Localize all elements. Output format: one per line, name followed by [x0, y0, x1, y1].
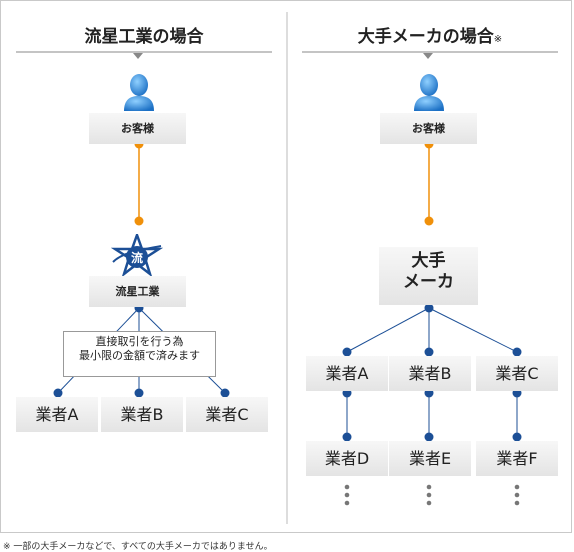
right-title-mark: ※ — [494, 34, 502, 45]
right-vendor-c: 業者C — [476, 356, 558, 391]
right-vendor-a: 業者A — [306, 356, 388, 391]
left-company-box: 流星工業 — [89, 276, 186, 307]
person-icon — [122, 72, 156, 112]
person-icon — [412, 72, 446, 112]
direct-deal-note: 直接取引を行う為 最小限の金額で済みます — [63, 331, 216, 377]
right-title-text: 大手メーカの場合 — [358, 27, 494, 47]
footnote: ※ 一部の大手メーカなどで、すべての大手メーカではありません。 — [3, 539, 273, 552]
left-vendor-c: 業者C — [186, 397, 268, 432]
right-maker-top-dot — [425, 217, 434, 226]
right-link-c — [429, 308, 517, 352]
right-title: 大手メーカの場合※ — [302, 22, 558, 47]
right-vendor-d: 業者D — [306, 441, 388, 476]
left-title-arrow — [133, 53, 143, 59]
left-title: 流星工業の場合 — [16, 22, 272, 47]
left-vendor-b: 業者B — [101, 397, 183, 432]
right-vendor-f: 業者F — [476, 441, 558, 476]
left-customer-box: お客様 — [89, 113, 186, 144]
note-line-1: 直接取引を行う為 — [64, 335, 215, 349]
continuation-dots — [345, 485, 520, 506]
right-vendor-e: 業者E — [389, 441, 471, 476]
left-company-top-dot — [135, 217, 144, 226]
ryusei-star-logo-icon: 流 — [111, 234, 163, 276]
right-customer-box: お客様 — [380, 113, 477, 144]
note-line-2: 最小限の金額で済みます — [64, 349, 215, 363]
right-title-arrow — [423, 53, 433, 59]
maker-line-1: 大手 — [379, 251, 478, 272]
svg-text:流: 流 — [131, 250, 143, 265]
maker-line-2: メーカ — [379, 272, 478, 293]
big-maker-box: 大手 メーカ — [379, 247, 478, 305]
right-link-a — [347, 308, 429, 352]
right-vendor-b: 業者B — [389, 356, 471, 391]
left-vendor-a: 業者A — [16, 397, 98, 432]
